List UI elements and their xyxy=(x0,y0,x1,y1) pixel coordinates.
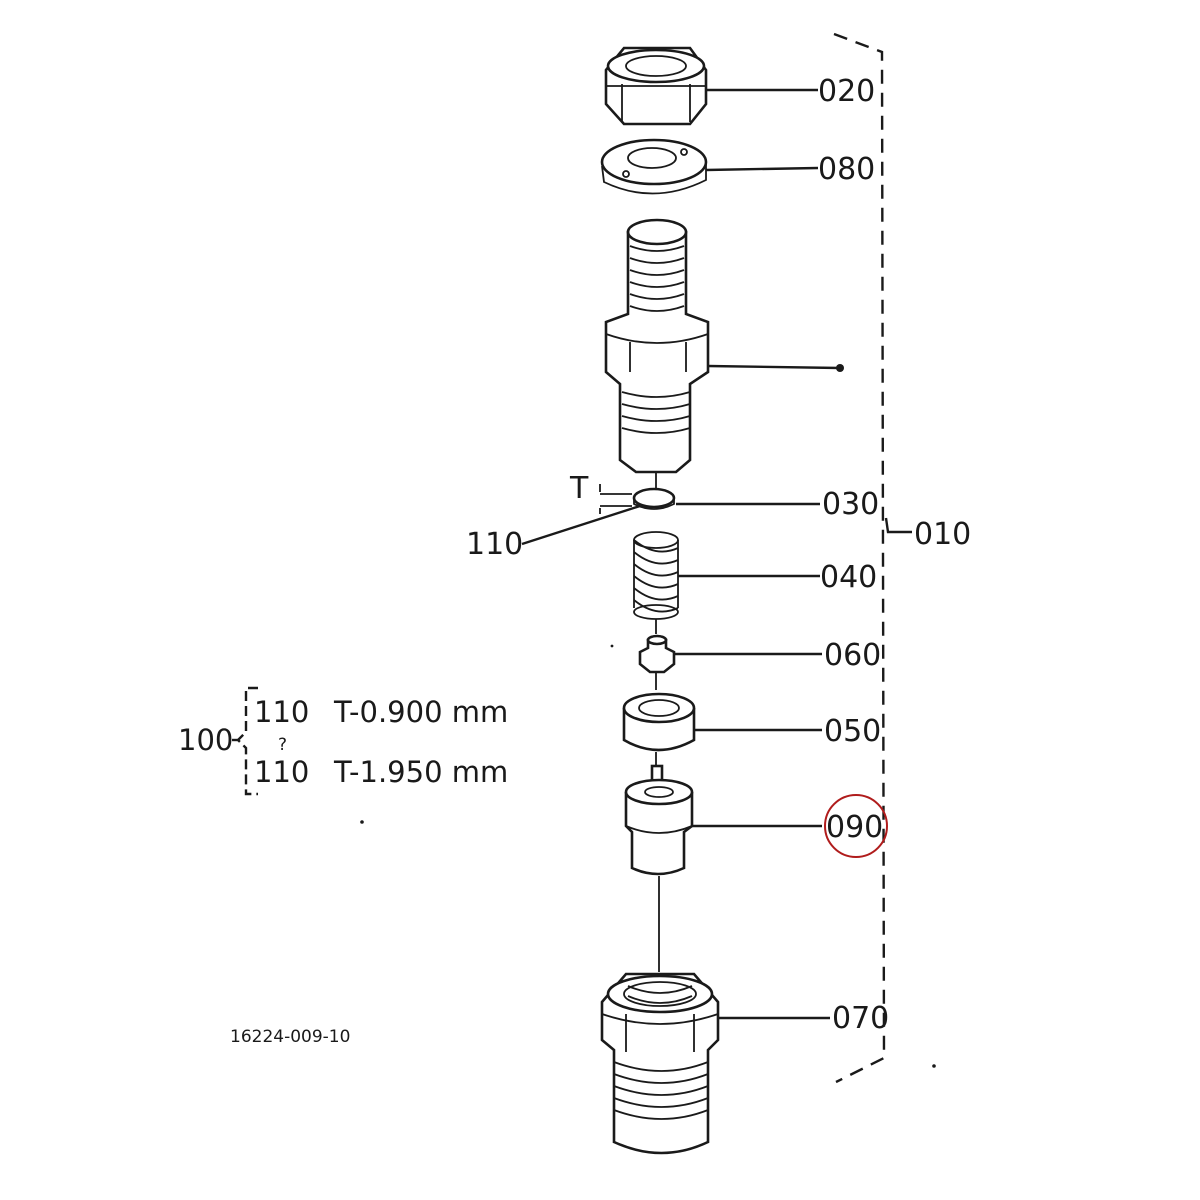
callout-050: 050 xyxy=(824,714,881,749)
thread-lines-upper xyxy=(629,245,685,312)
callout-090: 090 xyxy=(826,810,883,845)
speck xyxy=(360,820,364,824)
shim-range-separator: ? xyxy=(278,735,287,755)
spring-040[interactable] xyxy=(633,531,679,620)
drawing-number: 16224-009-10 xyxy=(230,1027,350,1047)
callout-060: 060 xyxy=(824,638,881,673)
callout-070: 070 xyxy=(832,1001,889,1036)
nozzle-holder-body[interactable] xyxy=(604,218,844,474)
nut-020[interactable] xyxy=(604,46,708,126)
assembly-bracket-010 xyxy=(833,32,912,1084)
shim-row-1-part: 110 xyxy=(254,695,309,729)
shim-row-2-thickness: T-1.950 mm xyxy=(333,755,508,789)
t-label: T xyxy=(569,471,589,506)
speck xyxy=(610,644,614,648)
t-dimension-mark xyxy=(599,484,632,514)
callout-030: 030 xyxy=(822,487,879,522)
callout-080: 080 xyxy=(818,152,875,187)
shim-table: 100 110 T-0.900 mm ? 110 T-1.950 mm xyxy=(178,686,508,796)
callout-110: 110 xyxy=(466,527,523,562)
thread-lines-nut xyxy=(613,1061,709,1120)
callout-040: 040 xyxy=(820,560,877,595)
callout-010: 010 xyxy=(914,517,971,552)
highlight-circle xyxy=(824,794,888,858)
spring-seat-060[interactable] xyxy=(638,634,676,674)
group-number: 100 xyxy=(178,723,233,757)
retaining-nut-070[interactable] xyxy=(600,972,720,1155)
nozzle-090[interactable] xyxy=(624,764,694,876)
leader-lines xyxy=(674,88,830,1020)
shim-030[interactable] xyxy=(632,487,676,510)
leader-dot xyxy=(836,364,844,372)
washer-080[interactable] xyxy=(600,138,708,195)
thread-lines-lower xyxy=(621,391,691,422)
spacer-050[interactable] xyxy=(622,692,696,752)
callout-020: 020 xyxy=(818,74,875,109)
shim-row-1-thickness: T-0.900 mm xyxy=(333,695,508,729)
speck xyxy=(932,1064,936,1068)
shim-row-2-part: 110 xyxy=(254,755,309,789)
